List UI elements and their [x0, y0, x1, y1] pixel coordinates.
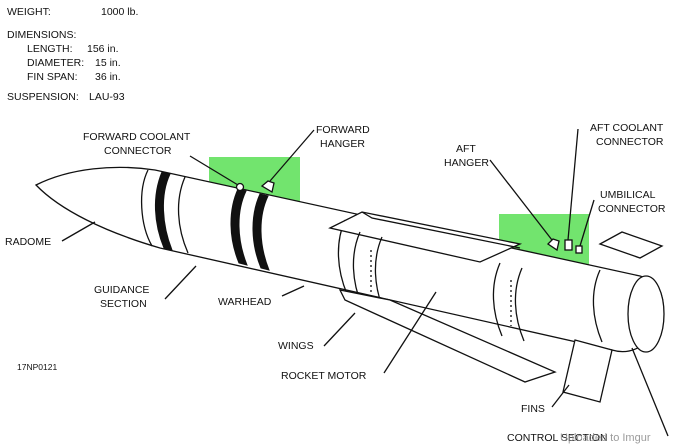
leader-guidance — [164, 265, 197, 300]
upper-fin — [598, 231, 664, 259]
forward-band-2 — [252, 193, 270, 271]
leader-fins — [551, 384, 570, 408]
aft-coolant-connector-icon — [564, 239, 573, 251]
leader-radome — [61, 221, 96, 242]
aft-end — [627, 275, 665, 353]
control-section-ring — [592, 269, 603, 343]
label-forward-hanger-1: FORWARD — [316, 124, 370, 136]
label-guidance-1: GUIDANCE — [94, 284, 149, 296]
label-rocket-motor: ROCKET MOTOR — [281, 370, 367, 382]
lower-fin — [562, 339, 613, 403]
watermark: Uploaded to Imgur — [560, 432, 651, 444]
spec-suspension-label: SUSPENSION: — [7, 91, 79, 103]
label-aft-coolant-1: AFT COOLANT — [590, 122, 664, 134]
label-aft-coolant-2: CONNECTOR — [596, 136, 664, 148]
label-aft-hanger-1: AFT — [456, 143, 476, 155]
spec-weight: WEIGHT: 1000 lb. — [7, 6, 167, 19]
label-radome: RADOME — [5, 236, 51, 248]
figure-id: 17NP0121 — [17, 362, 57, 372]
spec-suspension: SUSPENSION: LAU-93 — [7, 91, 167, 104]
label-forward-coolant-1: FORWARD COOLANT — [83, 131, 191, 143]
upper-wing-edge — [361, 211, 521, 249]
label-umbilical-2: CONNECTOR — [598, 203, 666, 215]
leader-aft-coolant — [567, 128, 579, 241]
label-control: CONTROL SECTION — [507, 432, 608, 444]
label-aft-hanger-2: HANGER — [444, 157, 489, 169]
aft-hanger-icon — [546, 238, 560, 252]
forward-hanger-icon — [260, 180, 275, 194]
spec-diameter: DIAMETER: 15 in. — [27, 57, 167, 70]
spec-dimensions: DIMENSIONS: — [7, 29, 167, 42]
label-forward-hanger-2: HANGER — [320, 138, 365, 150]
label-wings: WINGS — [278, 340, 314, 352]
leader-wings — [323, 312, 356, 347]
leader-umbilical — [579, 199, 595, 247]
leader-warhead — [281, 285, 305, 297]
label-warhead: WARHEAD — [218, 296, 272, 308]
leader-lines — [61, 128, 669, 437]
label-umbilical-1: UMBILICAL — [600, 189, 656, 201]
guidance-ring — [177, 176, 189, 254]
label-fins: FINS — [521, 403, 545, 415]
forward-band-1 — [230, 188, 248, 266]
spec-length: LENGTH: 156 in. — [27, 43, 167, 56]
upper-wing — [328, 211, 523, 263]
label-forward-coolant-2: CONNECTOR — [104, 145, 172, 157]
spec-weight-label: WEIGHT: — [7, 6, 51, 18]
forward-coolant-connector-icon — [235, 182, 245, 192]
leader-forward-coolant — [189, 155, 239, 186]
motor-band-aft-2 — [514, 267, 525, 342]
spec-fin-span: FIN SPAN: 36 in. — [27, 71, 167, 84]
radome-boundary — [140, 169, 153, 247]
leader-control — [631, 347, 669, 437]
spec-diameter-value: 15 in. — [95, 57, 121, 69]
motor-band-aft — [492, 262, 503, 337]
spec-diameter-label: DIAMETER: — [27, 57, 85, 69]
label-guidance-2: SECTION — [100, 298, 147, 310]
leader-rocket-motor — [383, 291, 437, 374]
leader-aft-hanger — [489, 159, 553, 241]
spec-fin-span-label: FIN SPAN: — [27, 71, 78, 83]
spec-suspension-value: LAU-93 — [89, 91, 125, 103]
lower-wing — [338, 289, 557, 383]
spec-length-value: 156 in. — [87, 43, 119, 55]
spec-length-label: LENGTH: — [27, 43, 73, 55]
umbilical-connector-icon — [575, 245, 583, 254]
spec-dimensions-label: DIMENSIONS: — [7, 29, 77, 41]
spec-fin-span-value: 36 in. — [95, 71, 121, 83]
guidance-band-1 — [154, 171, 173, 251]
spec-weight-value: 1000 lb. — [101, 6, 139, 18]
leader-forward-hanger — [269, 129, 315, 182]
